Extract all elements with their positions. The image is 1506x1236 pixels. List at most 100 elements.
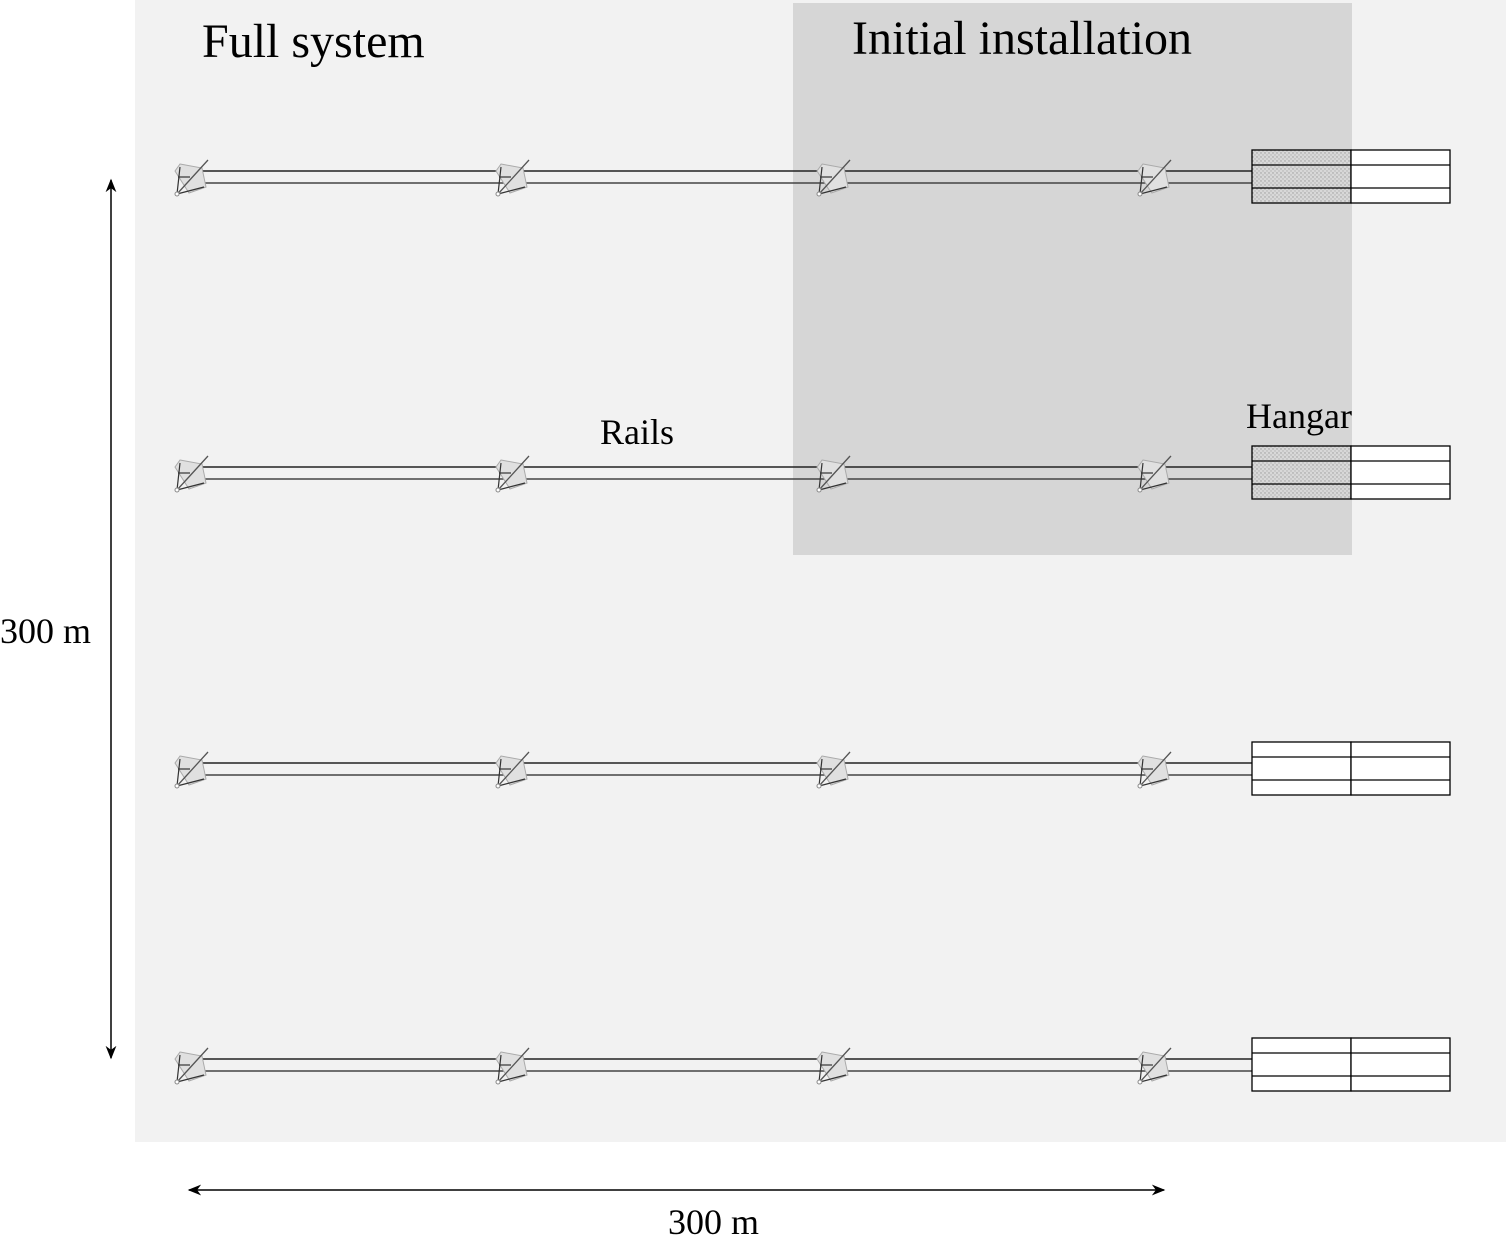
hangar-bay [1251,149,1352,204]
antenna-strut [497,482,526,491]
antenna-icon [174,455,209,493]
antenna-strut [176,462,181,491]
antenna-base [1137,191,1143,197]
antenna-strut [1139,1074,1168,1083]
antenna-icon [495,159,530,197]
antenna-strut [818,758,823,787]
antenna-strut [497,1074,526,1083]
horizontal-scale-label: 300 m [668,1202,759,1236]
antenna-strut [818,778,847,787]
full-system-label: Full system [202,15,425,68]
antenna-feed [1139,455,1172,491]
antenna-feed [818,455,851,491]
antenna-base [495,487,501,493]
rails-label: Rails [600,412,674,452]
antenna-strut [818,1054,823,1083]
antenna-base [174,1079,180,1085]
antenna-strut [176,186,205,195]
antenna-base [495,783,501,789]
antenna-icon [495,1047,530,1085]
antenna-strut [818,166,823,195]
initial-installation-label: Initial installation [852,12,1192,65]
antenna-strut [1139,166,1144,195]
antenna-base [816,487,822,493]
antenna-feed [176,751,209,787]
antenna-strut [1139,482,1168,491]
antenna-strut [1139,778,1168,787]
antenna-strut [176,758,181,787]
array-row [174,1037,1451,1092]
antenna-feed [1139,159,1172,195]
antenna-feed [1139,1047,1172,1083]
hangar-bay [1350,445,1451,500]
antenna-feed [818,751,851,787]
antenna-feed [497,455,530,491]
antenna-strut [176,1074,205,1083]
antenna-strut [497,462,502,491]
antenna-icon [816,159,851,197]
antenna-icon [816,455,851,493]
antenna-feed [497,159,530,195]
hangar-bay [1251,445,1352,500]
antenna-icon [174,159,209,197]
antenna-strut [818,1074,847,1083]
antenna-feed [497,1047,530,1083]
antenna-icon [1137,455,1172,493]
array-row [174,445,1451,500]
hangar-bay [1350,1037,1451,1092]
antenna-feed [176,159,209,195]
antenna-icon [816,1047,851,1085]
antenna-strut [176,166,181,195]
antenna-icon [174,751,209,789]
antenna-base [1137,1079,1143,1085]
antenna-base [1137,487,1143,493]
array-row [174,149,1451,204]
antenna-base [174,487,180,493]
antenna-strut [818,482,847,491]
antenna-strut [1139,186,1168,195]
hangar-bay [1251,741,1352,796]
antenna-strut [176,482,205,491]
antenna-feed [176,455,209,491]
hangar [1251,741,1451,796]
antenna-base [1137,783,1143,789]
antenna-base [495,191,501,197]
vertical-scale-label: 300 m [0,611,91,651]
hangar [1251,1037,1451,1092]
antenna-strut [497,758,502,787]
antenna-feed [818,159,851,195]
antenna-strut [497,1054,502,1083]
hangar [1251,149,1451,204]
antenna-feed [1139,751,1172,787]
array-rows [174,149,1451,1092]
hangar-bay [1350,741,1451,796]
antenna-base [174,191,180,197]
antenna-base [816,1079,822,1085]
antenna-icon [1137,751,1172,789]
antenna-strut [497,778,526,787]
antenna-base [816,783,822,789]
hangar [1251,445,1451,500]
antenna-base [495,1079,501,1085]
antenna-icon [1137,159,1172,197]
antenna-icon [495,751,530,789]
array-row [174,741,1451,796]
antenna-base [174,783,180,789]
hangar-bay [1350,149,1451,204]
hangar-bay [1251,1037,1352,1092]
antenna-feed [497,751,530,787]
antenna-strut [1139,758,1144,787]
antenna-feed [818,1047,851,1083]
antenna-strut [818,186,847,195]
antenna-feed [176,1047,209,1083]
antenna-strut [1139,1054,1144,1083]
antenna-strut [1139,462,1144,491]
antenna-strut [818,462,823,491]
antenna-base [816,191,822,197]
hangar-label: Hangar [1246,396,1352,436]
antenna-icon [495,455,530,493]
antenna-strut [497,186,526,195]
antenna-strut [176,1054,181,1083]
antenna-icon [174,1047,209,1085]
